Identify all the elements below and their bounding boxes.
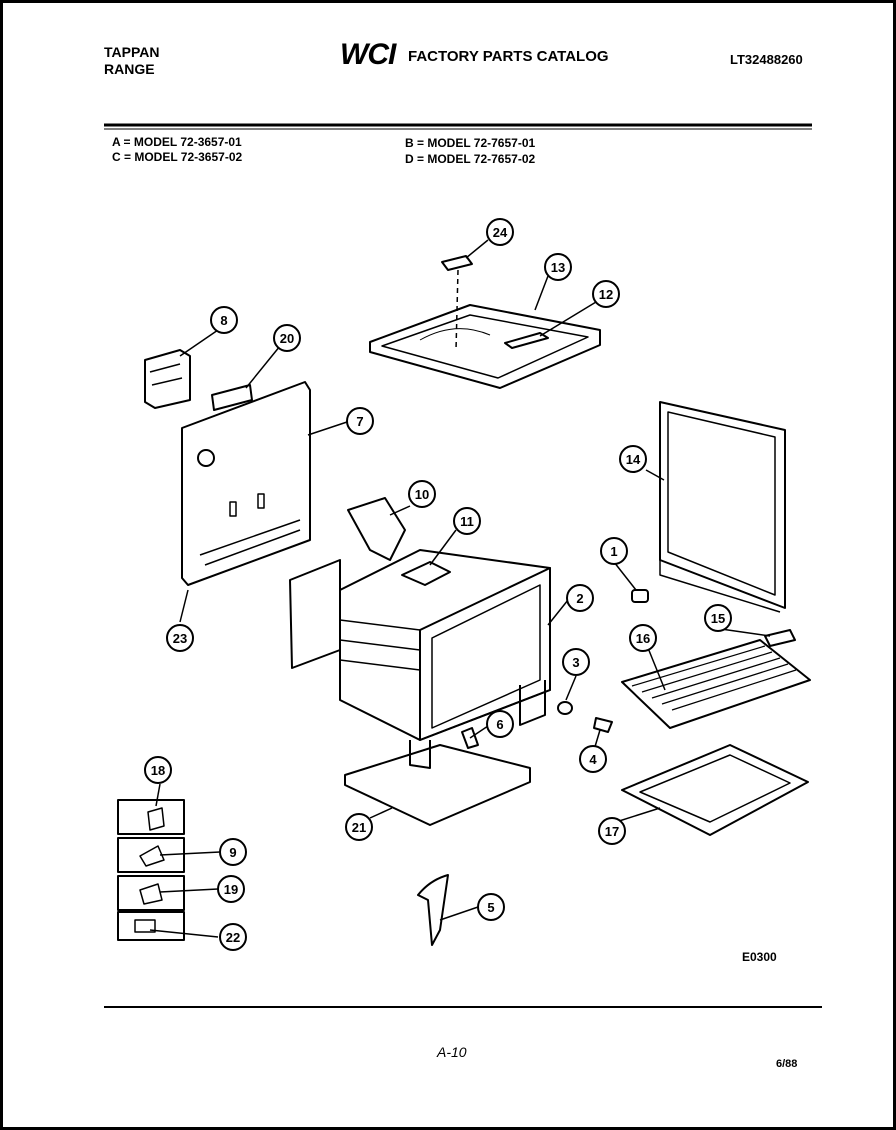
oven-body: [339, 549, 551, 741]
figure-code: E0300: [742, 950, 777, 964]
callout-circle-3: [562, 648, 590, 676]
part-4-bolt: [593, 717, 613, 733]
part-8-box: [144, 349, 191, 409]
callout-circle-21: [345, 813, 373, 841]
callout-circle-18: [144, 756, 172, 784]
part-20-bar: [211, 384, 253, 411]
callout-label-6: 6: [496, 717, 503, 732]
callout-label-9: 9: [229, 845, 236, 860]
callout-label-5: 5: [487, 900, 494, 915]
callout-label-20: 20: [280, 331, 294, 346]
catalog-number: LT32488260: [730, 52, 803, 67]
callout-circle-16: [629, 624, 657, 652]
wci-logo: WCI: [340, 38, 396, 71]
callout-label-24: 24: [493, 225, 508, 240]
brand-label: TAPPAN RANGE: [104, 44, 159, 78]
callout-circle-14: [619, 445, 647, 473]
callout-label-22: 22: [226, 930, 240, 945]
callout-circle-11: [453, 507, 481, 535]
callout-circle-5: [477, 893, 505, 921]
part-12-bracket: [504, 332, 549, 349]
callout-circle-24: [486, 218, 514, 246]
callout-label-12: 12: [599, 287, 613, 302]
brand-line-1: TAPPAN: [104, 44, 160, 60]
part-11-burner: [401, 561, 451, 586]
catalog-title: FACTORY PARTS CATALOG: [408, 48, 609, 65]
callout-circle-22: [219, 923, 247, 951]
part-21-pan: [344, 744, 531, 826]
callout-circle-19: [217, 875, 245, 903]
callout-label-8: 8: [220, 313, 227, 328]
part-9-box: [117, 837, 185, 873]
callout-label-11: 11: [460, 514, 474, 529]
callout-label-3: 3: [572, 655, 579, 670]
model-a: A = MODEL 72-3657-01: [112, 135, 242, 149]
callout-circle-2: [566, 584, 594, 612]
callout-circle-17: [598, 817, 626, 845]
callout-label-14: 14: [626, 452, 641, 467]
callout-label-17: 17: [605, 824, 619, 839]
callout-circle-13: [544, 253, 572, 281]
callout-circle-8: [210, 306, 238, 334]
side-panel-left: [289, 559, 341, 669]
callout-label-7: 7: [356, 414, 363, 429]
callout-circle-4: [579, 745, 607, 773]
model-b: B = MODEL 72-7657-01: [405, 136, 536, 150]
callout-circle-9: [219, 838, 247, 866]
callout-circle-20: [273, 324, 301, 352]
callout-label-1: 1: [610, 544, 617, 559]
callout-circle-15: [704, 604, 732, 632]
part-19-box: [117, 875, 185, 911]
callout-label-13: 13: [551, 260, 565, 275]
callout-circle-10: [408, 480, 436, 508]
part-24-clip: [441, 255, 473, 271]
part-7-panel: [181, 381, 311, 586]
part-15-knob: [764, 629, 796, 647]
part-6-bracket: [461, 727, 479, 749]
callout-circle-7: [346, 407, 374, 435]
part-5-harness: [417, 874, 449, 946]
date-code: 6/88: [776, 1058, 798, 1070]
callout-label-10: 10: [415, 487, 429, 502]
part-16-rack: [621, 639, 811, 729]
callout-label-23: 23: [173, 631, 187, 646]
callout-circle-6: [486, 710, 514, 738]
part-22-box: [117, 911, 185, 941]
part-3-nut: [557, 701, 573, 715]
callout-label-21: 21: [352, 820, 366, 835]
page-number: A-10: [437, 1044, 467, 1060]
callout-label-15: 15: [711, 611, 725, 626]
callout-circle-1: [600, 537, 628, 565]
part-1-knob: [631, 589, 649, 603]
callout-circle-23: [166, 624, 194, 652]
callout-label-19: 19: [224, 882, 238, 897]
model-c: C = MODEL 72-3657-02: [112, 150, 243, 164]
callout-circle-12: [592, 280, 620, 308]
part-13-panel: [369, 304, 601, 389]
part-18-box: [117, 799, 185, 835]
model-d: D = MODEL 72-7657-02: [405, 152, 536, 166]
callout-label-18: 18: [151, 763, 165, 778]
oven-door-frame: [419, 567, 551, 741]
callout-label-2: 2: [576, 591, 583, 606]
part-17-pan: [621, 744, 809, 836]
callout-label-16: 16: [636, 631, 650, 646]
part-10-bracket: [347, 497, 406, 561]
brand-line-2: RANGE: [104, 61, 155, 77]
callout-label-4: 4: [589, 752, 597, 767]
part-14-panel: [659, 401, 786, 609]
